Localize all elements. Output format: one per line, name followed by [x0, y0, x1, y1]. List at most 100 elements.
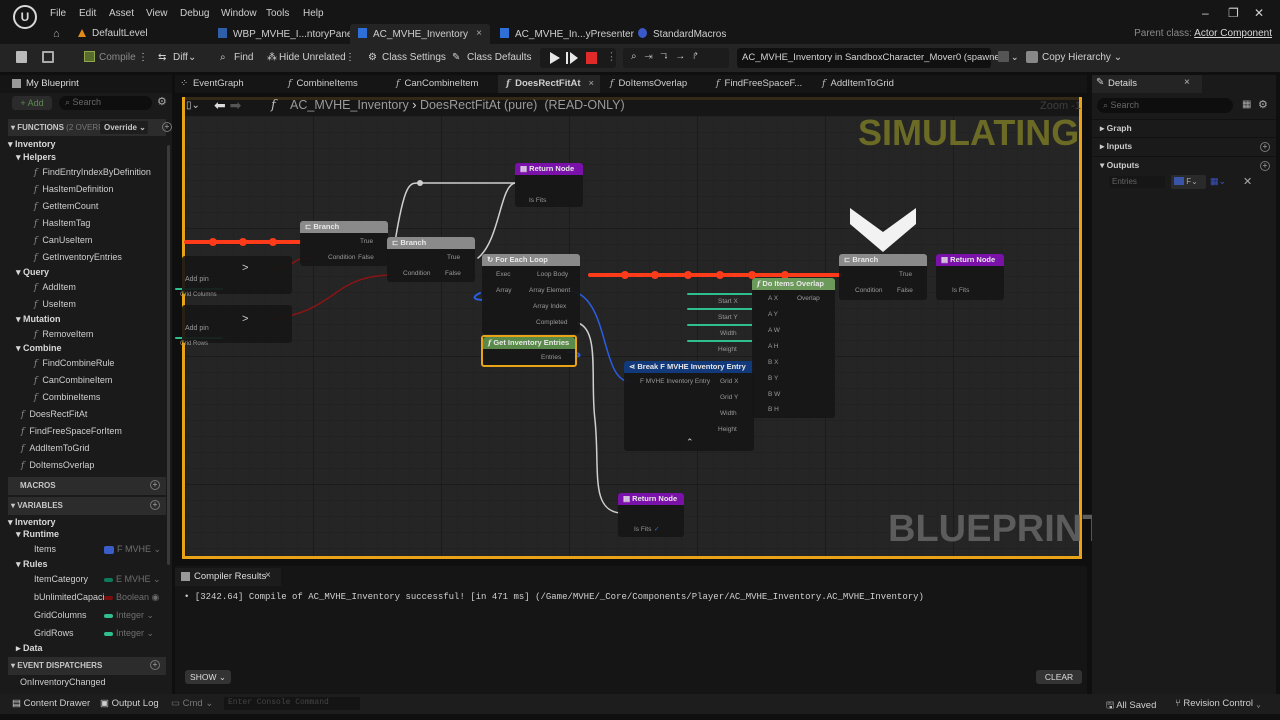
details-section-graph[interactable]: ▸ Graph	[1092, 119, 1276, 136]
menu-window[interactable]: Window	[221, 8, 257, 19]
browse-debug-object-icon[interactable]	[998, 51, 1009, 62]
parent-class-link[interactable]: Actor Component	[1194, 28, 1272, 39]
doc-tab-wbp-inventory-panel[interactable]: WBP_MVHE_I...ntoryPanel	[210, 24, 363, 44]
forward-arrow-icon[interactable]: ➡	[229, 97, 242, 113]
step-return-icon[interactable]: ↱	[693, 51, 706, 62]
left-scrollbar[interactable]	[167, 145, 170, 565]
minimize-button[interactable]: –	[1202, 6, 1209, 20]
more-options-icon[interactable]: ⋮	[345, 52, 355, 63]
variable-type[interactable]: Boolean ◉	[104, 589, 160, 606]
play-icon[interactable]	[550, 52, 560, 64]
output-param-type-dropdown[interactable]: F⌄	[1171, 175, 1206, 189]
variable-type[interactable]: Integer ⌄	[104, 607, 154, 624]
menu-edit[interactable]: Edit	[79, 8, 97, 19]
browse-icon[interactable]	[42, 51, 54, 63]
details-tab[interactable]: ✎ Details ×	[1092, 75, 1202, 93]
menu-tools[interactable]: Tools	[266, 8, 290, 19]
compiler-results-tab[interactable]: Compiler Results ×	[175, 568, 281, 586]
play-options-icon[interactable]: ⋮	[606, 51, 617, 63]
menu-file[interactable]: File	[50, 8, 67, 19]
get-inventory-entries-node[interactable]: f Get Inventory Entries Entries	[481, 335, 577, 367]
add-dispatcher-icon[interactable]: +	[150, 660, 160, 670]
variable-category-runtime[interactable]: ▾ Runtime	[16, 529, 60, 539]
remove-output-icon[interactable]: ✕	[1243, 176, 1253, 188]
settings-gear-icon[interactable]: ⚙	[1258, 99, 1268, 111]
menu-view[interactable]: View	[146, 8, 168, 19]
my-blueprint-tab[interactable]: My Blueprint	[0, 75, 172, 93]
diff-button[interactable]: Diff	[173, 52, 188, 63]
all-saved-button[interactable]: 🖫 All Saved	[1106, 698, 1156, 714]
graph-tab-eventgraph[interactable]: ⁘EventGraph	[180, 75, 244, 93]
details-section-outputs[interactable]: ▾ Outputs+	[1092, 156, 1276, 173]
class-settings-button[interactable]: Class Settings	[382, 52, 446, 63]
category-inventory[interactable]: ▾ Inventory	[8, 139, 56, 149]
collapse-pins-icon[interactable]: ⌃	[686, 437, 694, 447]
cmd-dropdown[interactable]: ▭ Cmd ⌄	[171, 698, 214, 709]
save-icon[interactable]	[16, 51, 27, 63]
for-each-loop-node[interactable]: ↻ For Each Loop Exec Loop Body Array Arr…	[482, 254, 580, 334]
home-icon[interactable]: ⌂	[53, 28, 60, 40]
menu-debug[interactable]: Debug	[180, 8, 210, 19]
breadcrumb-owner[interactable]: AC_MVHE_Inventory	[290, 98, 409, 112]
add-input-icon[interactable]: +	[1260, 142, 1270, 152]
category-helpers[interactable]: ▾ Helpers	[16, 152, 57, 162]
branch-node[interactable]: ⊏ Branch True Condition False	[387, 237, 475, 282]
checkbox-checked-icon[interactable]: ✓	[654, 526, 660, 533]
close-tab-icon[interactable]: ×	[476, 28, 482, 39]
variable-type[interactable]: Integer ⌄	[104, 625, 154, 642]
step-into-icon[interactable]: ⇥	[644, 51, 661, 62]
compile-options-icon[interactable]: ⋮	[138, 52, 148, 63]
menu-help[interactable]: Help	[303, 8, 324, 19]
do-items-overlap-node[interactable]: f Do Items Overlap A X Overlap A Y A W A…	[752, 278, 835, 418]
greater-than-node[interactable]: > Add pin	[182, 305, 292, 343]
stop-icon[interactable]	[586, 52, 597, 64]
show-button[interactable]: SHOW ⌄	[185, 670, 231, 684]
category-mutation[interactable]: ▾ Mutation	[16, 314, 61, 324]
console-command-input[interactable]: Enter Console Command	[224, 697, 360, 710]
return-node[interactable]: ▤ Return Node Is Fits	[515, 163, 583, 207]
advance-frame-icon[interactable]	[566, 52, 568, 64]
macros-section[interactable]: MACROS+	[8, 477, 166, 495]
dispatcher-item[interactable]: OnInventoryChanged	[20, 674, 186, 691]
branch-node[interactable]: ⊏ Branch True Condition False	[300, 221, 388, 266]
settings-gear-icon[interactable]: ⚙	[157, 96, 167, 108]
add-function-icon[interactable]: +	[162, 122, 172, 132]
revision-control-button[interactable]: ⑂ Revision Control ⌄	[1175, 698, 1262, 709]
add-variable-icon[interactable]: +	[150, 500, 160, 510]
return-node[interactable]: ▤ Return Node Is Fits	[936, 254, 1004, 300]
override-dropdown[interactable]: Override ⌄	[100, 121, 148, 134]
resume-icon[interactable]	[570, 52, 578, 64]
details-section-inputs[interactable]: ▸ Inputs+	[1092, 137, 1276, 154]
find-node-icon[interactable]: ⌕	[631, 51, 645, 62]
details-search-input[interactable]: ⌕ Search	[1097, 98, 1233, 113]
step-over-icon[interactable]: ↴	[660, 51, 676, 62]
doc-tab-defaultlevel[interactable]: DefaultLevel	[70, 24, 156, 44]
event-dispatchers-section[interactable]: ▾ EVENT DISPATCHERS+	[8, 657, 166, 675]
functions-section[interactable]: ▾ FUNCTIONS (2 OVERR Override ⌄ +	[8, 119, 172, 136]
compile-button[interactable]: Compile	[99, 52, 136, 63]
variables-section[interactable]: ▾ VARIABLES+	[8, 497, 166, 515]
add-pin-button[interactable]: Add pin	[185, 276, 209, 283]
variable-type[interactable]: E MVHE ⌄	[104, 571, 161, 588]
output-param-name-input[interactable]: Entries	[1109, 176, 1165, 188]
variable-category-data[interactable]: ▸ Data	[16, 643, 43, 653]
unreal-logo-icon[interactable]: U	[13, 5, 37, 29]
add-button[interactable]: + Add	[12, 96, 52, 110]
